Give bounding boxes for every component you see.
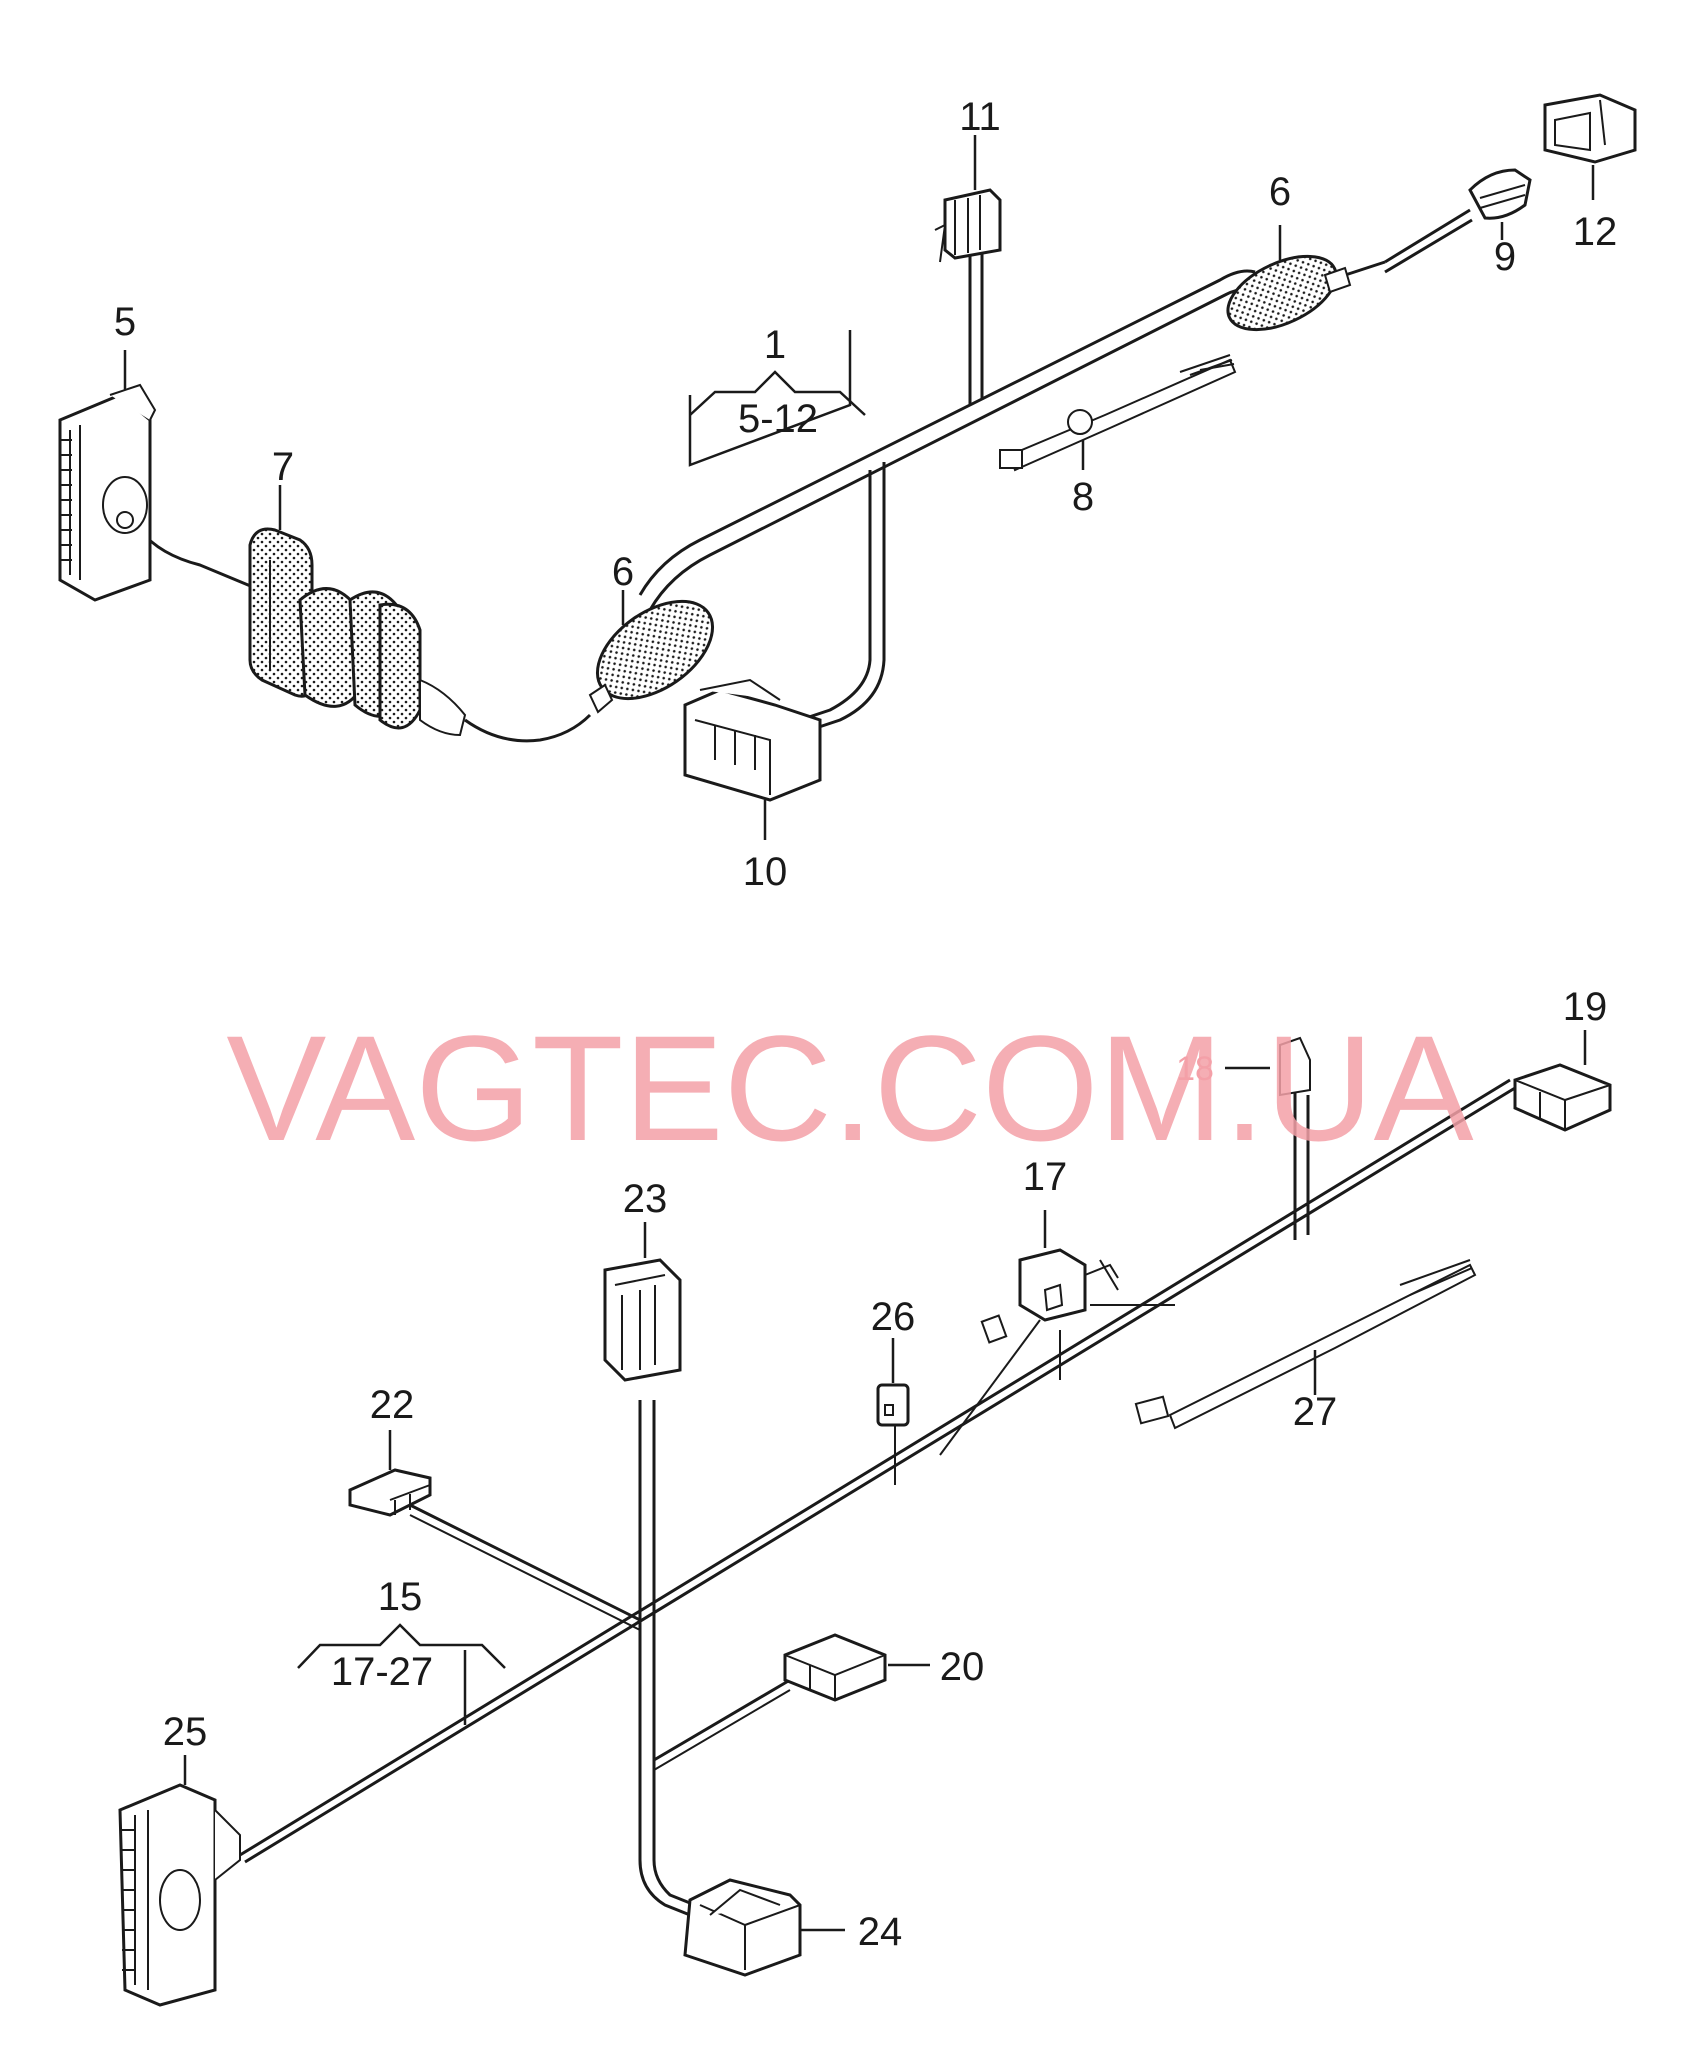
callout-5: 5 [114,300,136,344]
watermark: VAGTEC.COM.UA [226,1004,1473,1172]
grommet-6-upper [1226,254,1352,332]
connector-20 [783,1633,930,1702]
callout-24: 24 [858,1910,903,1954]
callout-8: 8 [1072,475,1094,519]
connector-5 [58,383,157,602]
connector-23 [603,1222,682,1382]
grommet-6-lower [588,599,715,714]
clip-8 [999,354,1237,472]
harness-1-main-wire [638,269,1256,596]
connector-12 [1543,93,1637,200]
callout-23: 23 [623,1177,668,1221]
clip-17 [980,1210,1119,1344]
harness-15-main-wire [239,1078,1511,1857]
callout-25: 25 [163,1710,208,1754]
callout-7: 7 [272,445,294,489]
grommet-7 [248,527,467,737]
harness-15-group [239,1078,1516,1917]
callout-15: 15 [378,1575,423,1619]
callout-12: 12 [1573,210,1618,254]
callout-26: 26 [871,1295,916,1339]
callout-6-upper: 6 [1269,170,1291,214]
connector-25 [118,1755,241,2007]
clip-18 [1225,1036,1311,1097]
callout-10: 10 [743,850,788,894]
callout-17: 17 [1023,1155,1068,1199]
harness-1-main-wire-b [648,287,1256,611]
connector-24 [683,1878,845,1977]
callout-15-range: 17-27 [331,1650,433,1694]
callout-18: 18 [1176,1050,1214,1088]
connector-22 [348,1430,432,1517]
callout-9: 9 [1494,235,1516,279]
connector-9 [1468,168,1532,240]
callout-6-lower: 6 [612,550,634,594]
connector-19 [1513,1030,1612,1132]
callout-11: 11 [959,95,1001,139]
callout-19: 19 [1563,985,1608,1029]
bracket-15 [297,1623,506,1669]
callout-20: 20 [940,1645,985,1689]
bracket-1 [689,370,866,416]
callout-1-range: 5-12 [738,397,818,441]
connector-11 [934,135,1002,263]
connector-10 [683,678,822,840]
tie-strap-27 [1134,1259,1477,1430]
callout-1: 1 [764,323,786,367]
callout-22: 22 [370,1383,415,1427]
clip-26 [876,1338,910,1427]
callout-27: 27 [1293,1390,1338,1434]
